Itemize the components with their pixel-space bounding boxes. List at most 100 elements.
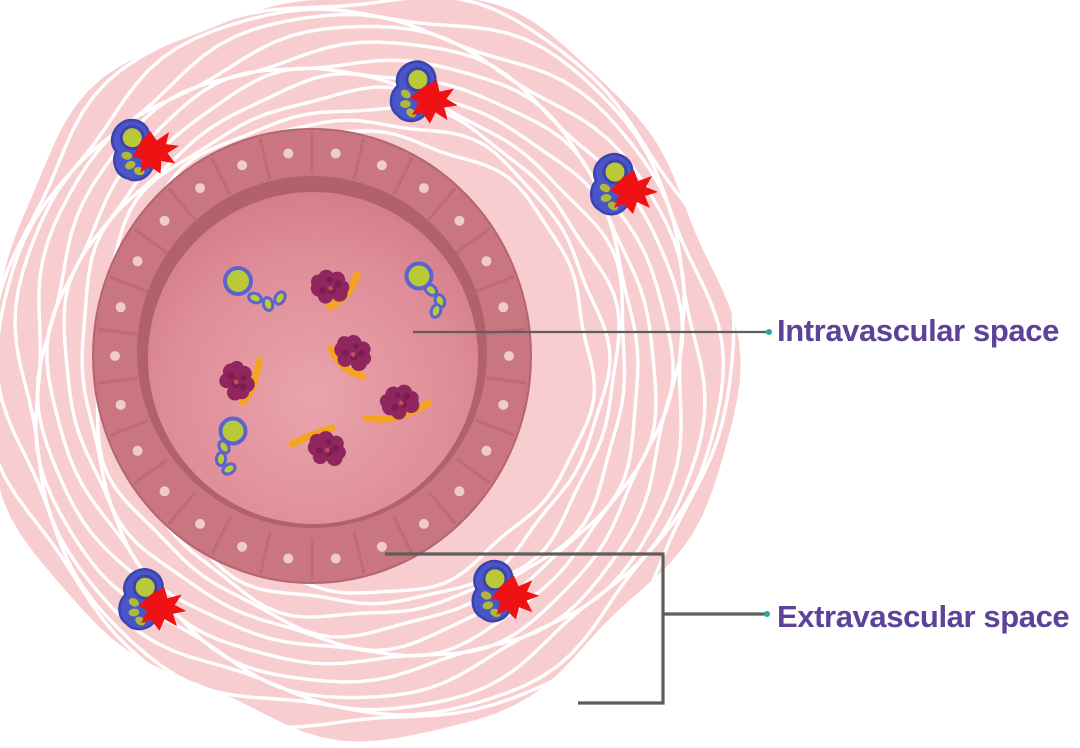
endothelial-dot (159, 486, 170, 497)
endothelial-dot (330, 553, 341, 564)
bacterium-segment (221, 462, 237, 476)
platelet-aggregate (379, 384, 420, 420)
platelet-aggregate (334, 335, 372, 372)
endothelial-dot (504, 351, 514, 361)
bacterium-coccus (223, 266, 253, 296)
endothelial-dot (376, 541, 387, 552)
bacterium-chain (404, 261, 447, 319)
red-cell-fragment (610, 170, 658, 214)
endothelial-dot (195, 183, 206, 194)
engulfed-bacterium (128, 598, 139, 607)
tissue-ring (0, 0, 734, 727)
engulfed-bacterium (128, 608, 140, 617)
engulfed-bacterium (607, 201, 619, 211)
wall-cell-border (97, 327, 138, 336)
wall-cell-border (258, 138, 272, 180)
fibrin-strand (288, 424, 336, 448)
immune-cell-cluster (590, 152, 658, 216)
endothelial-dot (283, 553, 294, 564)
wall-cell-border (133, 458, 169, 485)
wall-cell-border (475, 275, 515, 293)
endothelial-dot (110, 351, 120, 361)
wall-cell-border (167, 491, 197, 525)
engulfed-bacterium (406, 108, 417, 118)
wall-cell-border (109, 419, 149, 437)
platelet-aggregate (219, 360, 255, 401)
bacterium-segment (261, 296, 275, 312)
vessel-lumen (148, 192, 478, 524)
tissue-ring (0, 7, 726, 717)
bacterium-coccus (404, 261, 434, 291)
endothelial-dot (132, 445, 143, 456)
engulfed-bacterium (480, 591, 492, 600)
wall-cell-border (210, 157, 232, 196)
engulfed-bacterium (600, 194, 612, 202)
wall-cell-border (210, 516, 232, 556)
immune-cell-cluster (471, 559, 540, 623)
endothelial-dot (237, 160, 248, 171)
bacterium-coccus (405, 67, 431, 93)
wall-cell-border (167, 187, 197, 221)
endothelial-dot (132, 256, 143, 267)
leader-tip-icon (764, 611, 770, 617)
red-cell-fragment (491, 575, 540, 620)
endothelial-dot (454, 215, 465, 226)
bacterium-segment (429, 303, 443, 319)
bacterium-coccus (218, 416, 248, 446)
wall-cell-border (352, 138, 365, 180)
wall-cell-border (455, 227, 491, 254)
endothelial-dot (454, 486, 465, 497)
red-cell-fragment (138, 586, 187, 631)
endothelial-dot (498, 302, 509, 313)
immune-cell-cluster (389, 60, 458, 124)
endothelial-dot (195, 518, 206, 529)
wall-cell-border (133, 227, 168, 254)
label-intravascular-space: Intravascular space (777, 313, 1059, 348)
wall-cell-border (427, 187, 457, 221)
bacterium-segment (247, 291, 263, 305)
bacterium-coccus (482, 566, 508, 592)
endothelial-dot (481, 445, 492, 456)
extravascular-contents (110, 60, 658, 631)
endothelial-dot (498, 399, 509, 410)
wall-cell-border (109, 275, 148, 293)
bacterium-coccus (119, 125, 145, 151)
wall-cell-border (392, 156, 414, 196)
leader-line-intravascular (413, 329, 772, 335)
engulfed-bacterium (599, 183, 611, 193)
immune-cell-cluster (110, 118, 179, 182)
tissue-ring (45, 58, 675, 666)
engulfed-bacterium (399, 100, 411, 108)
wall-cell-border (427, 491, 457, 525)
endothelial-dot (418, 183, 429, 194)
bacterium-chain (223, 266, 287, 312)
endothelial-dot (237, 541, 248, 552)
engulfed-bacterium (135, 616, 146, 626)
leader-line-extravascular (385, 552, 770, 705)
intravascular-contents (214, 261, 447, 476)
blood-vessel (92, 128, 532, 584)
endothelial-dot (283, 148, 294, 159)
platelet-aggregate (310, 269, 350, 304)
endothelial-dot (115, 399, 126, 410)
wall-cell-border (259, 532, 272, 574)
bacterium-coccus (132, 574, 158, 600)
engulfed-bacterium (482, 601, 494, 610)
bacterium-segment (273, 290, 287, 306)
endothelial-dot (481, 256, 492, 267)
immune-cell-cluster (118, 568, 187, 631)
bacterium-chain (214, 416, 248, 476)
engulfed-bacterium (400, 89, 411, 99)
red-cell-fragment (410, 80, 458, 124)
platelet-aggregate (307, 431, 346, 466)
tissue-ring (34, 24, 686, 700)
wall-cell-border (476, 419, 515, 437)
bacterium-coccus (602, 159, 628, 185)
wall-cell-border (352, 532, 366, 574)
endothelial-dot (115, 302, 126, 313)
leader-tip-icon (766, 329, 772, 335)
wall-cell-border (392, 516, 414, 555)
engulfed-bacterium (121, 151, 133, 160)
